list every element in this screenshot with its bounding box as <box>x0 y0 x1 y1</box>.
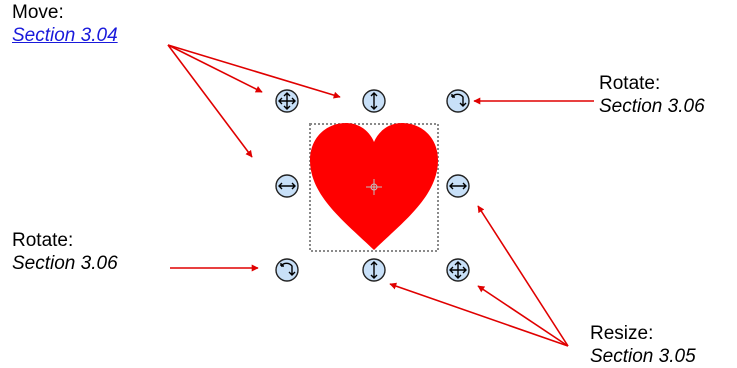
rotate-label-top: Rotate: Section 3.06 <box>599 72 705 118</box>
resize-handle-left[interactable] <box>275 174 299 198</box>
rotate-label-left-ref: Section 3.06 <box>12 253 118 274</box>
arrow-resize-1 <box>389 282 569 347</box>
four-way-arrow-icon <box>449 261 467 279</box>
vertical-arrow-icon <box>370 92 378 110</box>
rotate-label-top-title: Rotate: <box>599 73 661 94</box>
arrow-resize-2 <box>477 205 569 347</box>
rotate-arrow-icon <box>451 93 467 107</box>
move-label-title: Move: <box>12 2 64 23</box>
arrow-move-2 <box>167 44 341 99</box>
arrow-resize-3 <box>477 285 569 347</box>
rotate-label-left-title: Rotate: <box>12 230 74 251</box>
selection-handles <box>275 89 470 282</box>
horizontal-arrow-icon <box>278 182 296 190</box>
move-handle-top-left[interactable] <box>275 89 299 113</box>
rotate-handle-top-right[interactable] <box>446 89 470 113</box>
resize-handle-bottom[interactable] <box>362 258 386 282</box>
resize-handle-right[interactable] <box>446 174 470 198</box>
resize-handle-top[interactable] <box>362 89 386 113</box>
rotate-label-top-ref: Section 3.06 <box>599 96 705 117</box>
four-way-arrow-icon <box>278 92 296 110</box>
vertical-arrow-icon <box>370 261 378 279</box>
selection-box <box>309 123 439 252</box>
resize-label-ref: Section 3.05 <box>590 346 696 367</box>
resize-handle-bottom-right[interactable] <box>446 258 470 282</box>
rotate-arrow-icon <box>280 262 296 276</box>
rotate-handle-bottom-left[interactable] <box>275 258 299 282</box>
resize-label-title: Resize: <box>590 323 654 344</box>
center-crosshair-icon <box>366 179 382 195</box>
horizontal-arrow-icon <box>449 182 467 190</box>
move-label: Move: Section 3.04 <box>12 1 118 47</box>
arrow-move-1 <box>167 44 263 93</box>
arrow-move-3 <box>167 44 253 158</box>
rotate-label-left: Rotate: Section 3.06 <box>12 229 118 275</box>
callout-arrows <box>167 44 594 347</box>
resize-label: Resize: Section 3.05 <box>590 322 696 368</box>
move-section-link[interactable]: Section 3.04 <box>12 25 118 46</box>
